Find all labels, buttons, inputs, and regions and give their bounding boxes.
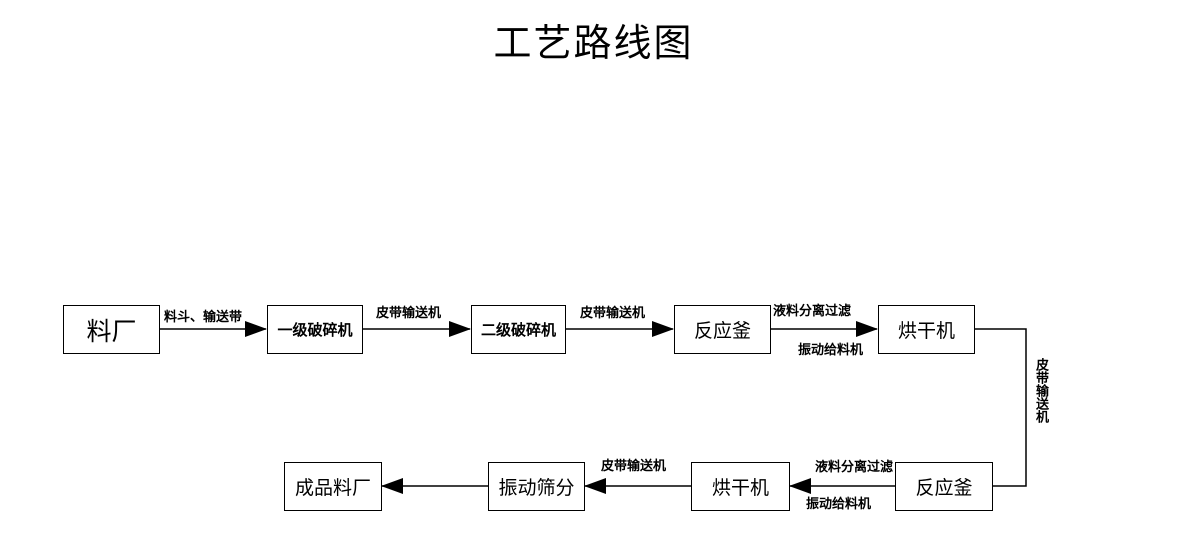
edge-label-belt-conveyor-3: 皮带输送机 (601, 459, 667, 474)
node-finished-yard: 成品料厂 (284, 462, 382, 511)
node-secondary-crusher: 二级破碎机 (471, 305, 566, 354)
edge-label-hopper-conveyor: 料斗、输送带 (164, 310, 243, 325)
node-vibrating-screen: 振动筛分 (488, 462, 585, 511)
node-reactor-2: 反应釜 (895, 462, 993, 511)
connector-right (975, 328, 1027, 487)
edge-label-vibrating-feeder-1: 振动给料机 (798, 343, 864, 358)
node-primary-crusher: 一级破碎机 (267, 305, 363, 354)
edge-label-belt-conveyor-vertical: 皮带输送机 (1033, 358, 1048, 423)
edge-label-separation-2: 液料分离过滤 (815, 460, 894, 475)
edge-label-vibrating-feeder-2: 振动给料机 (806, 497, 872, 512)
diagram-title: 工艺路线图 (493, 21, 694, 65)
edge-label-belt-conveyor-2: 皮带输送机 (580, 306, 646, 321)
node-dryer-1: 烘干机 (878, 305, 975, 354)
node-reactor-1: 反应釜 (674, 305, 771, 354)
node-dryer-2: 烘干机 (691, 462, 790, 511)
edge-label-belt-conveyor-1: 皮带输送机 (376, 306, 442, 321)
edge-label-separation-1: 液料分离过滤 (773, 304, 852, 319)
node-material-yard: 料厂 (63, 305, 160, 354)
